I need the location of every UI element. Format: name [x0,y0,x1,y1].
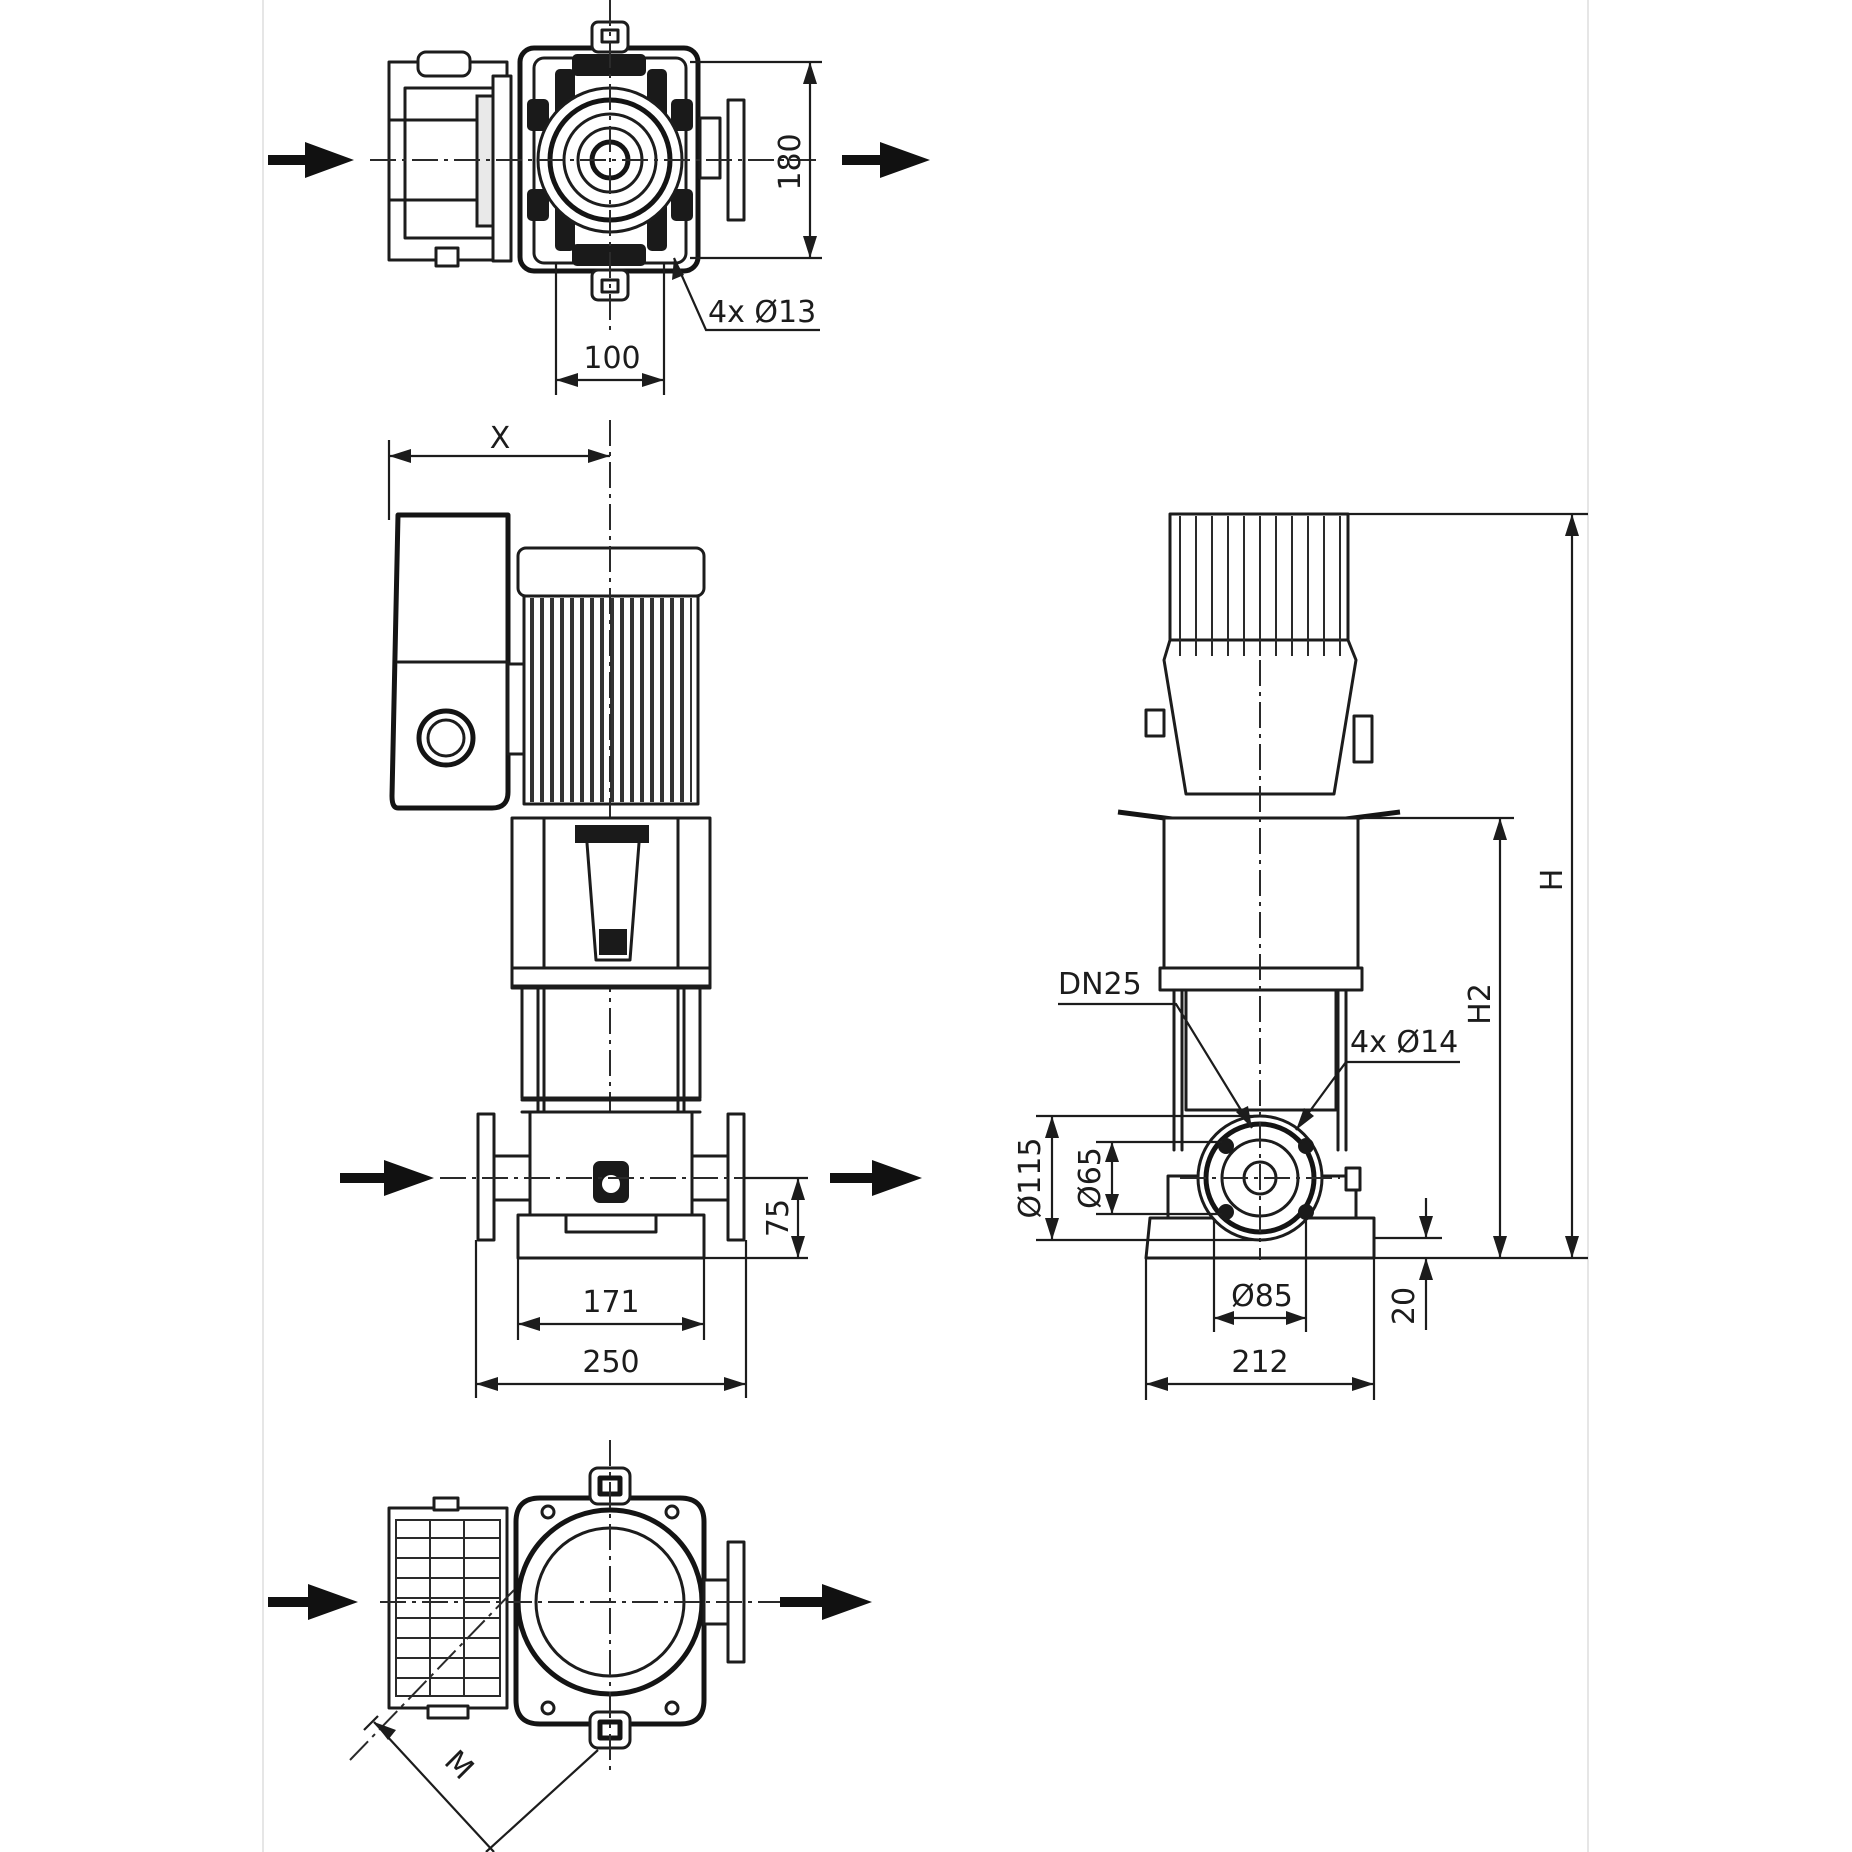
dim-20-label: 20 [1387,1287,1422,1325]
dim-212-label: 212 [1231,1345,1288,1380]
dim-h-label: H [1535,869,1570,892]
front-pump-stages [520,986,702,1100]
top-outlet-flow-arrow [842,142,930,178]
bottom-outlet-flow-arrow [780,1584,872,1620]
front-inlet-flow-arrow [340,1160,434,1196]
bottom-terminal-box [387,1506,509,1710]
front-terminal-box [389,512,511,811]
side-holes-label: 4x Ø14 [1350,1025,1458,1060]
dim-d115-label: Ø115 [1013,1138,1048,1219]
dim-d65-label: Ø65 [1073,1147,1108,1209]
dim-180-label: 180 [773,133,808,190]
dim-d85-label: Ø85 [1231,1279,1293,1314]
dim-x-label: X [490,421,511,456]
top-cable-gland [416,50,472,78]
top-view: 180 100 4x Ø13 [268,0,930,395]
bottom-view: M [268,1440,872,1852]
dn-label: DN25 [1058,967,1142,1002]
dim-75-label: 75 [761,1199,796,1237]
dim-100-label: 100 [583,341,640,376]
dim-m-label: M [437,1744,480,1787]
top-holes-label: 4x Ø13 [708,295,816,330]
dim-h2-label: H2 [1463,983,1498,1025]
dim-171-label: 171 [582,1285,639,1320]
top-inlet-flow-arrow [268,142,354,178]
front-base [516,1213,706,1260]
front-view: X [340,420,922,1398]
bottom-pump-housing [513,1495,707,1727]
front-outlet-flow-arrow [830,1160,922,1196]
dim-250-label: 250 [582,1345,639,1380]
bottom-inlet-flow-arrow [268,1584,358,1620]
side-view: H H2 DN25 4x Ø14 Ø115 Ø65 Ø85 [1013,512,1588,1400]
